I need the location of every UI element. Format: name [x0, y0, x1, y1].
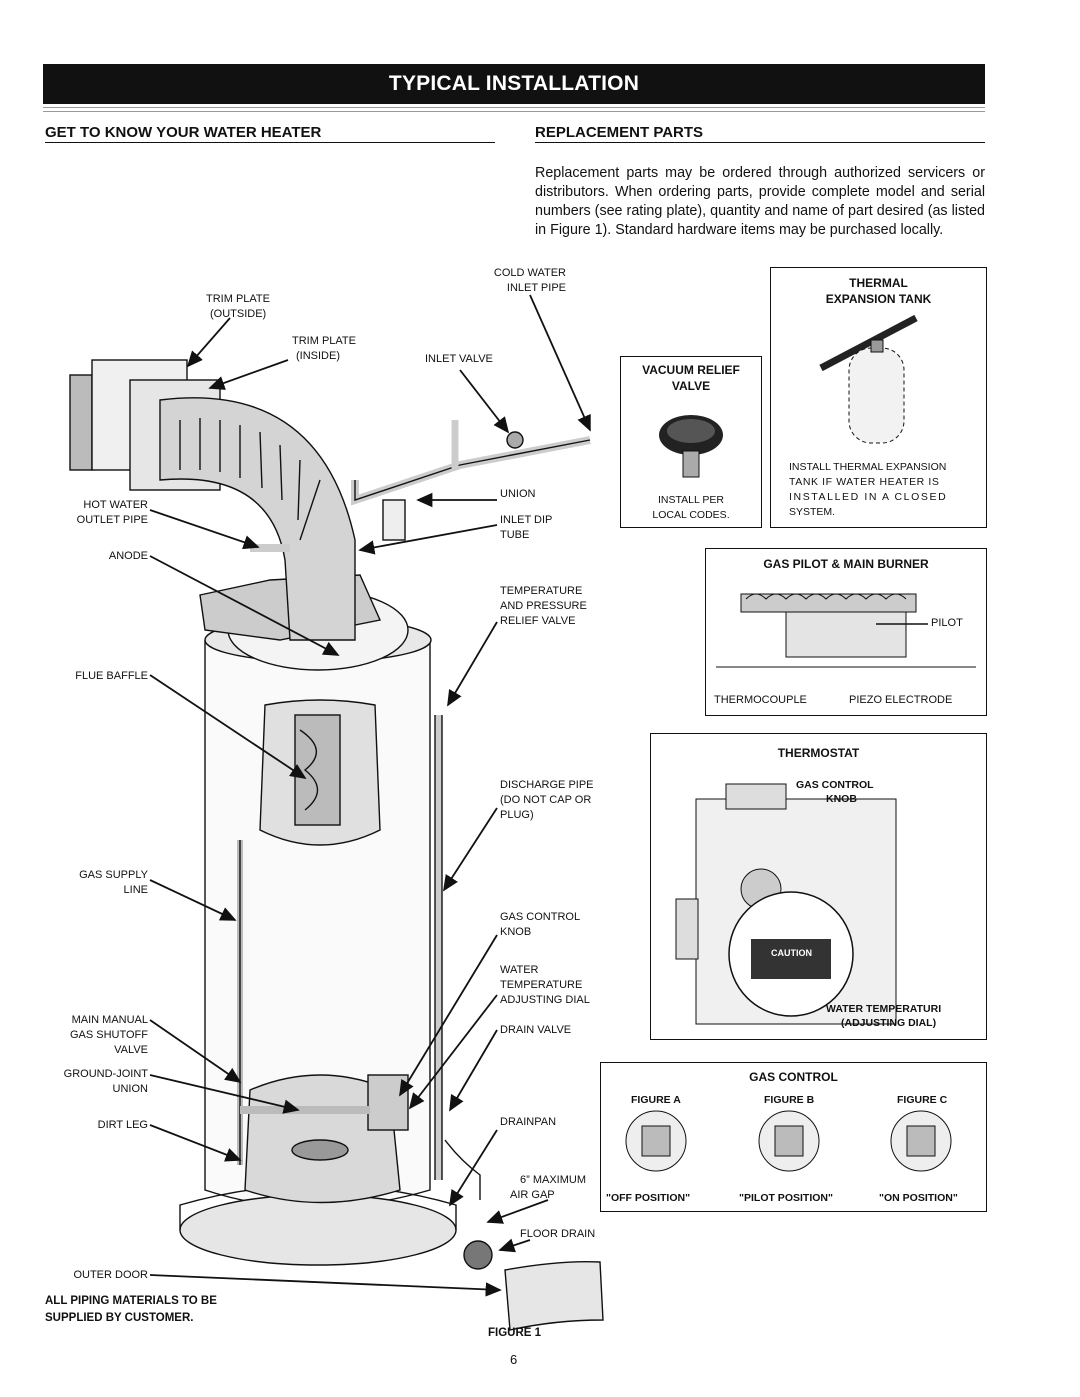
- thermal-title-2: EXPANSION TANK: [825, 292, 932, 306]
- label-drain-valve: DRAIN VALVE: [500, 1024, 572, 1036]
- heading-replacement-parts: REPLACEMENT PARTS: [535, 124, 985, 143]
- label-gas-supply-line: LINE: [123, 884, 148, 896]
- label-water-temp-2: TEMPERATURE: [500, 979, 583, 991]
- label-floor-drain: FLOOR DRAIN: [520, 1228, 596, 1240]
- on-position-label: "ON POSITION": [879, 1192, 958, 1204]
- pilot-position-label: "PILOT POSITION": [739, 1192, 833, 1204]
- vacuum-note-1: INSTALL PER: [658, 494, 724, 506]
- gas-control-title: GAS CONTROL: [749, 1070, 838, 1084]
- label-inlet-valve: INLET VALVE: [425, 353, 493, 365]
- thermal-expansion-panel: THERMAL EXPANSION TANK INSTALL THERMAL E…: [770, 267, 987, 528]
- thermal-note-1: INSTALL THERMAL EXPANSION: [789, 461, 947, 473]
- vacuum-title-2: VALVE: [671, 379, 711, 393]
- label-flue-baffle: FLUE BAFFLE: [75, 670, 148, 682]
- label-air-gap-1: 6” MAXIMUM: [520, 1174, 586, 1186]
- label-discharge-2: (DO NOT CAP OR: [500, 794, 592, 806]
- piping-note-1: ALL PIPING MATERIALS TO BE: [45, 1295, 217, 1307]
- thermostat-panel: THERMOSTAT CAUTION GAS CONTROL KNOB WATE…: [650, 733, 987, 1040]
- label-gas-control-knob: GAS CONTROL: [500, 911, 581, 923]
- label-main-manual-3: VALVE: [114, 1044, 148, 1056]
- label-discharge-1: DISCHARGE PIPE: [500, 779, 594, 791]
- thermostat-illustration: [675, 783, 897, 1025]
- thermocouple-label: THERMOCOUPLE: [714, 694, 807, 706]
- thermal-note-4: SYSTEM.: [789, 506, 836, 518]
- label-discharge-3: PLUG): [500, 809, 534, 821]
- expansion-tank-icon: [819, 314, 918, 444]
- label-main-manual-2: GAS SHUTOFF: [69, 1029, 148, 1041]
- pilot-label: PILOT: [931, 617, 963, 629]
- vacuum-relief-valve-icon: [659, 415, 723, 478]
- label-tp-3: RELIEF VALVE: [500, 615, 576, 627]
- label-inlet-dip-tube: TUBE: [500, 529, 530, 541]
- thermostat-knob-1: GAS CONTROL: [796, 779, 874, 791]
- thermostat-title: THERMOSTAT: [777, 746, 860, 760]
- heading-get-to-know: GET TO KNOW YOUR WATER HEATER: [45, 124, 495, 143]
- label-main-manual-1: MAIN MANUAL: [71, 1014, 148, 1026]
- piezo-label: PIEZO ELECTRODE: [849, 694, 953, 706]
- label-air-gap-2: AIR GAP: [510, 1189, 555, 1201]
- replacement-parts-intro: Replacement parts may be ordered through…: [535, 165, 985, 238]
- label-anode: ANODE: [108, 550, 148, 562]
- label-trim-plate-outside-sub: (OUTSIDE): [210, 308, 267, 320]
- caution-label: CAUTION: [771, 948, 812, 958]
- off-position-label: "OFF POSITION": [606, 1192, 691, 1204]
- figure-caption: FIGURE 1: [488, 1327, 542, 1339]
- burner-illustration: [716, 593, 976, 668]
- label-hot-water: HOT WATER: [83, 499, 148, 511]
- page-title-banner: TYPICAL INSTALLATION: [43, 64, 985, 104]
- label-ground-joint-union: UNION: [112, 1083, 148, 1095]
- vacuum-relief-panel: VACUUM RELIEF VALVE INSTALL PER LOCAL CO…: [620, 356, 762, 528]
- piping-note-2: SUPPLIED BY CUSTOMER.: [45, 1312, 194, 1324]
- label-ground-joint: GROUND-JOINT: [63, 1068, 148, 1080]
- label-inlet-pipe: INLET PIPE: [506, 282, 566, 294]
- label-tp-1: TEMPERATURE: [500, 585, 583, 597]
- label-dirt-leg: DIRT LEG: [97, 1119, 148, 1131]
- thermal-title-1: THERMAL: [849, 276, 908, 290]
- pilot-title: GAS PILOT & MAIN BURNER: [763, 557, 929, 571]
- fig-a-label: FIGURE A: [631, 1094, 681, 1106]
- label-trim-plate-inside-sub: (INSIDE): [296, 350, 340, 362]
- label-inlet-dip: INLET DIP: [500, 514, 553, 526]
- thermal-note-2: TANK IF WATER HEATER IS: [789, 476, 940, 488]
- label-drainpan: DRAINPAN: [500, 1116, 557, 1128]
- gas-control-panel: GAS CONTROL FIGURE A FIGURE B FIGURE C "…: [600, 1062, 987, 1212]
- gas-control-knobs: [625, 1110, 952, 1172]
- gas-pilot-panel: GAS PILOT & MAIN BURNER PILOT THERMOCOUP…: [705, 548, 987, 716]
- fig-c-label: FIGURE C: [897, 1094, 948, 1106]
- label-trim-plate-inside: TRIM PLATE: [292, 335, 356, 347]
- thermostat-knob-2: KNOB: [826, 793, 857, 805]
- label-trim-plate-outside: TRIM PLATE: [206, 293, 270, 305]
- header-rule: [43, 107, 985, 112]
- thermostat-dial-1: WATER TEMPERATURI: [826, 1003, 942, 1015]
- label-cold-water: COLD WATER: [493, 267, 566, 279]
- thermostat-dial-2: (ADJUSTING DIAL): [841, 1017, 937, 1029]
- fig-b-label: FIGURE B: [764, 1094, 815, 1106]
- label-gas-control-knob-2: KNOB: [500, 926, 532, 938]
- page-number: 6: [510, 1352, 518, 1367]
- label-union: UNION: [500, 488, 536, 500]
- label-outlet-pipe: OUTLET PIPE: [76, 514, 148, 526]
- label-outer-door: OUTER DOOR: [73, 1269, 148, 1281]
- vacuum-title-1: VACUUM RELIEF: [642, 363, 740, 377]
- label-tp-2: AND PRESSURE: [500, 600, 587, 612]
- label-water-temp-3: ADJUSTING DIAL: [500, 994, 590, 1006]
- vacuum-note-2: LOCAL CODES.: [652, 509, 730, 521]
- thermal-note-3: INSTALLED IN A CLOSED: [789, 491, 948, 503]
- label-water-temp-1: WATER: [500, 964, 539, 976]
- label-gas-supply: GAS SUPPLY: [79, 869, 148, 881]
